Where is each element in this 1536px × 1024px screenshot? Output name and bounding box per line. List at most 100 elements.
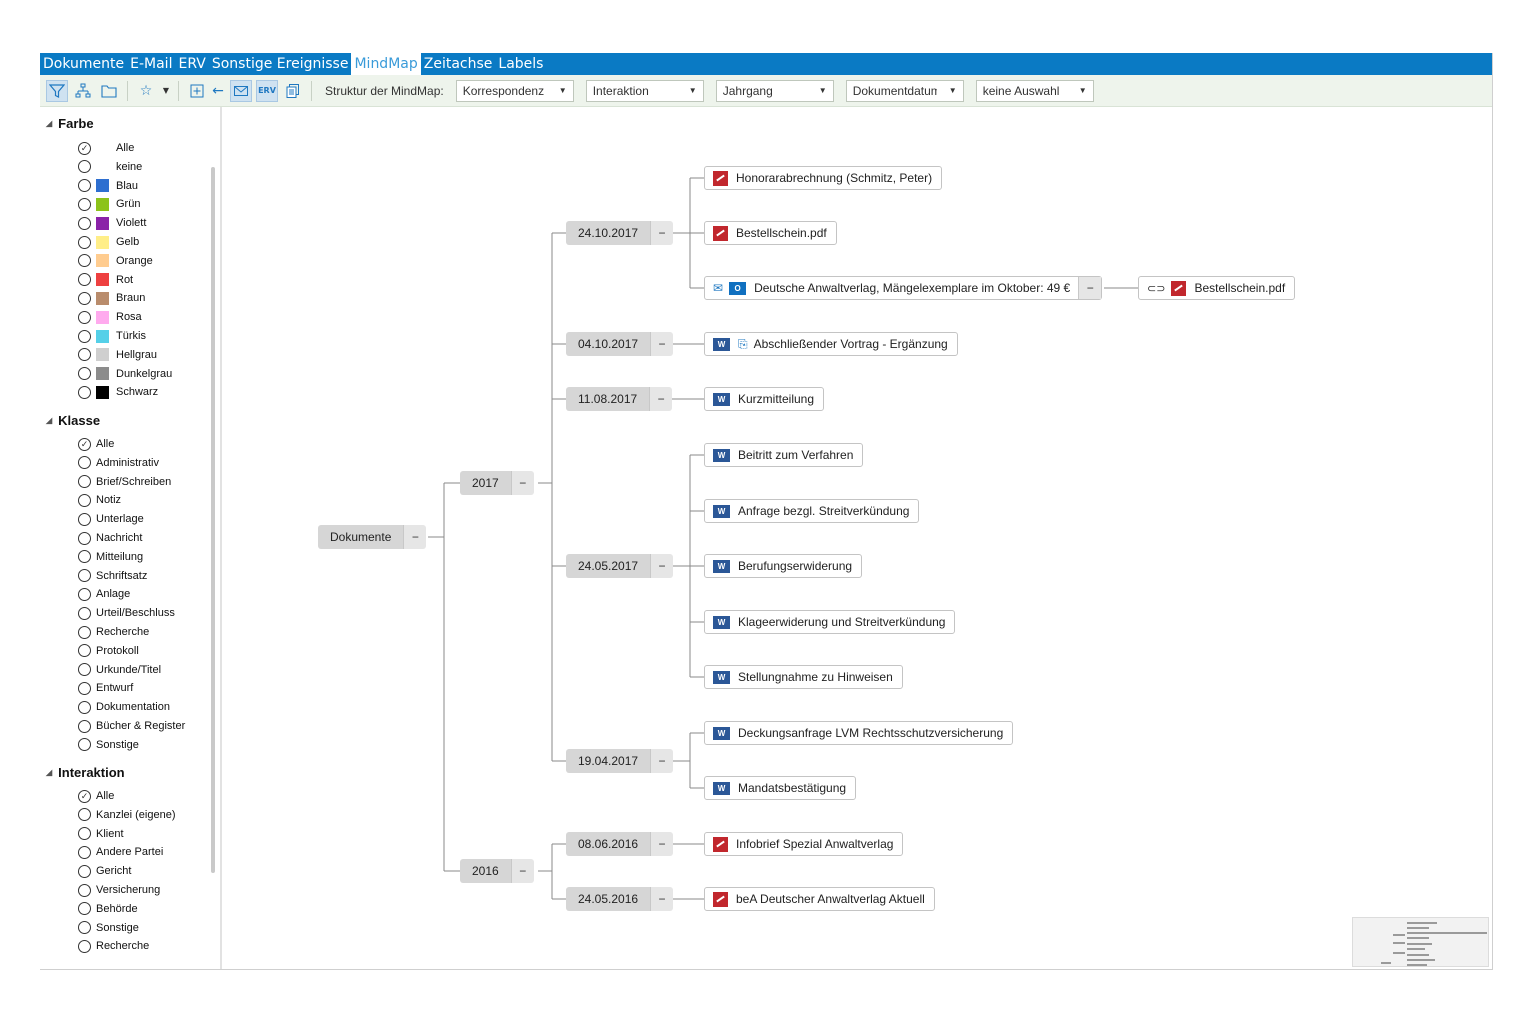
- radio-button[interactable]: [78, 310, 91, 324]
- document-node[interactable]: Bestellschein.pdf: [704, 221, 837, 245]
- filter-option-interaktion[interactable]: Recherche: [78, 937, 149, 955]
- folder-icon[interactable]: [98, 80, 120, 102]
- filter-option-klasse[interactable]: Urteil/Beschluss: [78, 604, 175, 622]
- group-header-farbe[interactable]: ◢Farbe: [46, 116, 94, 131]
- collapse-node-button[interactable]: −: [650, 554, 674, 578]
- date-node[interactable]: 08.06.2016−: [566, 832, 674, 856]
- radio-button[interactable]: [78, 329, 91, 343]
- mindmap-root-node[interactable]: Dokumente −: [318, 525, 427, 549]
- filter-option-farbe[interactable]: Schwarz: [78, 383, 158, 401]
- filter-option-farbe[interactable]: Braun: [78, 289, 145, 307]
- filter-option-klasse[interactable]: Bücher & Register: [78, 717, 185, 735]
- radio-button[interactable]: [78, 197, 91, 211]
- filter-option-klasse[interactable]: Urkunde/Titel: [78, 661, 161, 679]
- structure-level-3-select[interactable]: Jahrgang▼: [715, 79, 834, 102]
- collapse-node-button[interactable]: −: [650, 887, 674, 911]
- filter-option-interaktion[interactable]: Gericht: [78, 862, 131, 880]
- filter-option-klasse[interactable]: Mitteilung: [78, 548, 143, 566]
- tab-sonstige-ereignisse[interactable]: Sonstige Ereignisse: [211, 56, 349, 72]
- filter-option-klasse[interactable]: Sonstige: [78, 736, 139, 754]
- radio-button[interactable]: [78, 738, 91, 752]
- collapse-node-button[interactable]: −: [510, 859, 534, 883]
- filter-option-farbe[interactable]: Rosa: [78, 308, 142, 326]
- filter-option-klasse[interactable]: Administrativ: [78, 454, 159, 472]
- document-node[interactable]: Infobrief Spezial Anwaltverlag: [704, 832, 904, 856]
- collapse-node-button[interactable]: −: [650, 221, 674, 245]
- tab-labels[interactable]: Labels: [498, 56, 544, 72]
- attachment-node[interactable]: ⊂⊃Bestellschein.pdf: [1138, 276, 1296, 300]
- collapse-node-button[interactable]: −: [403, 525, 427, 549]
- sidebar-scrollbar[interactable]: [211, 167, 215, 873]
- collapse-node-button[interactable]: −: [650, 749, 674, 773]
- filter-option-interaktion[interactable]: Versicherung: [78, 881, 160, 899]
- filter-option-klasse[interactable]: Schriftsatz: [78, 567, 147, 585]
- document-copy-icon[interactable]: [282, 80, 304, 102]
- radio-button[interactable]: [78, 179, 91, 193]
- filter-option-farbe[interactable]: Orange: [78, 252, 153, 270]
- group-header-interaktion[interactable]: ◢Interaktion: [46, 765, 125, 780]
- radio-button[interactable]: [78, 864, 91, 878]
- year-node[interactable]: 2017 −: [460, 471, 534, 495]
- checked-radio-icon[interactable]: ✓: [78, 141, 91, 155]
- radio-button[interactable]: [78, 367, 91, 381]
- radio-button[interactable]: [78, 475, 91, 489]
- filter-option-interaktion[interactable]: Andere Partei: [78, 843, 163, 861]
- radio-button[interactable]: [78, 531, 91, 545]
- tab-erv[interactable]: ERV: [178, 56, 206, 72]
- date-node[interactable]: 19.04.2017−: [566, 749, 674, 773]
- filter-option-farbe[interactable]: ✓Alle: [78, 139, 134, 157]
- filter-option-interaktion[interactable]: Klient: [78, 825, 124, 843]
- filter-option-farbe[interactable]: Rot: [78, 271, 133, 289]
- tab-zeitachse[interactable]: Zeitachse: [423, 56, 493, 72]
- filter-option-interaktion[interactable]: Kanzlei (eigene): [78, 806, 176, 824]
- date-node[interactable]: 11.08.2017−: [566, 387, 673, 411]
- tab-mindmap[interactable]: MindMap: [351, 53, 421, 75]
- filter-option-interaktion[interactable]: ✓Alle: [78, 787, 114, 805]
- radio-button[interactable]: [78, 493, 91, 507]
- radio-button[interactable]: [78, 348, 91, 362]
- mindmap-minimap[interactable]: [1352, 917, 1489, 967]
- date-node[interactable]: 24.05.2017−: [566, 554, 674, 578]
- filter-option-klasse[interactable]: Protokoll: [78, 642, 139, 660]
- radio-button[interactable]: [78, 216, 91, 230]
- filter-option-klasse[interactable]: Notiz: [78, 491, 121, 509]
- radio-button[interactable]: [78, 160, 91, 174]
- radio-button[interactable]: [78, 512, 91, 526]
- radio-button[interactable]: [78, 808, 91, 822]
- radio-button[interactable]: [78, 921, 91, 935]
- radio-button[interactable]: [78, 587, 91, 601]
- radio-button[interactable]: [78, 606, 91, 620]
- filter-option-farbe[interactable]: Hellgrau: [78, 346, 157, 364]
- radio-button[interactable]: [78, 235, 91, 249]
- radio-button[interactable]: [78, 902, 91, 916]
- tab-email[interactable]: E-Mail: [130, 56, 173, 72]
- structure-level-4-select[interactable]: Dokumentdatum▼: [845, 79, 964, 102]
- radio-button[interactable]: [78, 273, 91, 287]
- radio-button[interactable]: [78, 625, 91, 639]
- radio-button[interactable]: [78, 663, 91, 677]
- date-node[interactable]: 24.05.2016−: [566, 887, 674, 911]
- sidebar-splitter[interactable]: [220, 107, 222, 969]
- filter-option-klasse[interactable]: Dokumentation: [78, 698, 170, 716]
- filter-option-klasse[interactable]: ✓Alle: [78, 435, 114, 453]
- collapse-node-button[interactable]: −: [650, 832, 674, 856]
- radio-button[interactable]: [78, 827, 91, 841]
- radio-button[interactable]: [78, 569, 91, 583]
- structure-level-1-select[interactable]: Korrespondenz▼: [455, 79, 574, 102]
- filter-icon[interactable]: [46, 79, 68, 102]
- year-node[interactable]: 2016 −: [460, 859, 534, 883]
- document-node[interactable]: W⎘Abschließender Vortrag - Ergänzung: [704, 332, 958, 356]
- collapse-node-button[interactable]: −: [1078, 277, 1102, 299]
- radio-button[interactable]: [78, 681, 91, 695]
- hierarchy-icon[interactable]: [72, 80, 94, 102]
- mindmap-canvas[interactable]: Dokumente − 2017 − 2016 − 24.10.2017− 04…: [222, 107, 1492, 969]
- checked-radio-icon[interactable]: ✓: [78, 789, 91, 803]
